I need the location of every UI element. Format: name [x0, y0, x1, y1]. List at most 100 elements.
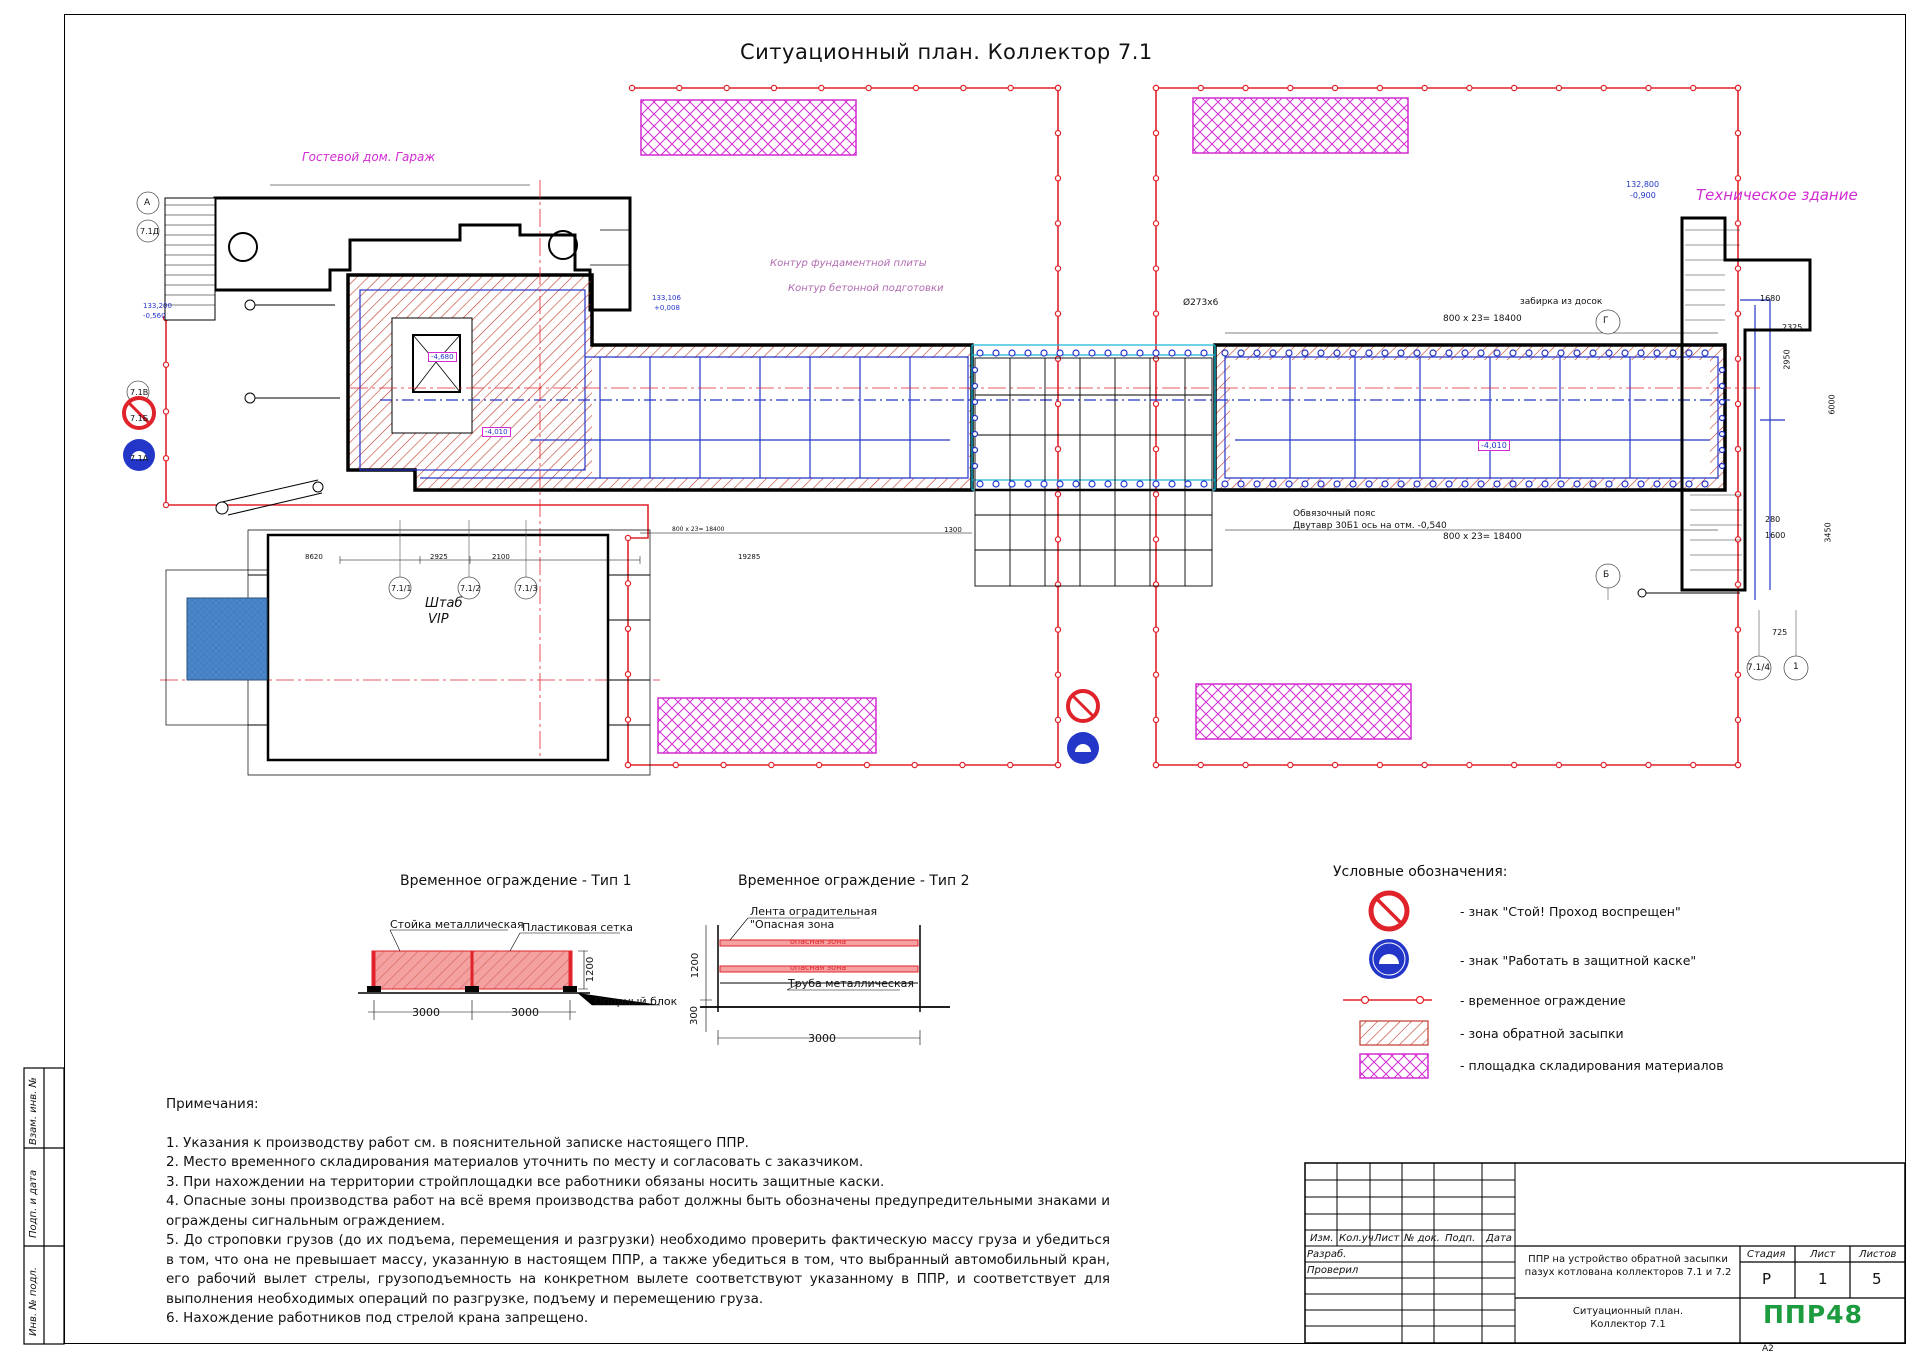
fence-type2-drawing: [700, 917, 950, 1045]
legend-item-prohibit: - знак "Стой! Проход воспрещен": [1460, 904, 1681, 919]
sheet-border: [64, 14, 1906, 1344]
prohibit-sign-plan-2: [1066, 689, 1100, 723]
notes-heading: Примечания:: [166, 1096, 259, 1112]
storage-area-1: [640, 99, 857, 156]
fence-type1-post-label: Стойка металлическая: [390, 918, 524, 931]
fence-type1-dim-span1: 3000: [412, 1006, 440, 1019]
tech-building: [1680, 216, 1812, 592]
tb-sheet-label: Лист: [1810, 1249, 1836, 1260]
storage-area-3: [657, 697, 877, 754]
legend-item-fence: - временное ограждение: [1460, 993, 1626, 1008]
legend-item-backfill: - зона обратной засыпки: [1460, 1026, 1624, 1041]
axis-lines: [160, 180, 1760, 760]
pit-mark-2: -4,010: [482, 427, 511, 437]
collector-structure: [359, 289, 1785, 600]
tb-row-razrab: Разраб.: [1307, 1249, 1347, 1260]
hq-label: Штаб: [425, 596, 463, 611]
axis-label-712: 7.1/2: [460, 584, 481, 593]
axis-label-1: 1: [1793, 662, 1799, 672]
helmet-sign-plan-2: [1067, 732, 1099, 764]
dim-bottom-left: 800 х 23= 18400: [672, 526, 725, 533]
dim-6000: 6000: [1827, 394, 1837, 415]
tb-sheets-value: 5: [1872, 1270, 1882, 1288]
middle-section: [971, 344, 1216, 491]
guest-house-label: Гостевой дом. Гараж: [302, 150, 436, 164]
dim-19285: 19285: [738, 553, 761, 561]
helmet-sign-plan-1: [123, 439, 155, 471]
tb-stage-value: Р: [1762, 1270, 1772, 1288]
tb-col-ndok: № док.: [1404, 1233, 1440, 1244]
dim-2950: 2950: [1782, 349, 1792, 370]
legend-item-helmet: - знак "Работать в защитной каске": [1460, 953, 1697, 968]
storage-areas: [640, 97, 1412, 754]
dim-1680: 1680: [1760, 294, 1781, 303]
elev-mid-bottom: +0,008: [654, 304, 680, 312]
tb-sheets-label: Листов: [1859, 1249, 1897, 1260]
elev-right-top: 132,800: [1626, 180, 1660, 189]
elev-left-bottom: -0,560: [143, 312, 166, 320]
dim-280: 280: [1765, 515, 1781, 524]
prohibit-sign-plan-1: [122, 396, 156, 430]
axis-label-71v: 7.1В: [130, 388, 149, 397]
tb-stage-label: Стадия: [1747, 1249, 1786, 1260]
fence-type2-title: Временное ограждение - Тип 2: [738, 873, 970, 889]
fence-type1-title: Временное ограждение - Тип 1: [400, 873, 632, 889]
guest-house-building: [164, 196, 632, 321]
elev-mid-top: 133,106: [652, 294, 681, 302]
fence-type1-block-label: Опорный блок: [594, 995, 678, 1008]
hq-sub-label: VIP: [428, 612, 449, 627]
girth-belt-spec: Двутавр 30Б1 ось на отм. -0,540: [1293, 521, 1447, 531]
stamp-podp: Подп. и дата: [28, 1169, 39, 1238]
ramp: [215, 299, 1740, 598]
note-item: 2. Место временного складирования матери…: [166, 1154, 864, 1170]
notes-block: Примечания: 1. Указания к производству р…: [166, 1095, 1110, 1329]
elev-left-top: 133,200: [143, 302, 172, 310]
side-stamp-frame: [23, 1067, 65, 1345]
tb-col-podp: Подп.: [1445, 1233, 1476, 1244]
fence-type2-dim-height: 1200: [690, 952, 702, 979]
middle-grid: [974, 357, 1213, 587]
dim-1300: 1300: [944, 526, 962, 534]
dim-top-right: 800 х 23= 18400: [1443, 314, 1522, 324]
axis-label-71b: 7.1Б: [130, 414, 149, 423]
fence-type2-dim-span: 3000: [808, 1032, 836, 1045]
pit-mark-1: -4,680: [428, 352, 457, 362]
fence-type2-tape-label: Лента оградительная: [750, 905, 878, 918]
dim-bottom-right: 800 х 23= 18400: [1443, 532, 1522, 542]
fence-type2-tape-text-1: опасная зона: [790, 937, 847, 946]
axis-label-g: Г: [1603, 316, 1609, 326]
backfill-zone: [346, 273, 1727, 492]
lagging-label: забирка из досок: [1520, 297, 1603, 307]
note-item: 4. Опасные зоны производства работ на вс…: [166, 1193, 1110, 1229]
note-item: 3. При нахождении на территории стройпло…: [166, 1173, 885, 1190]
stamp-vzam: Взам. инв. №: [28, 1077, 39, 1145]
company-logo: ППР48: [1763, 1300, 1863, 1329]
legend-title: Условные обозначения:: [1333, 864, 1508, 880]
axis-label-71a: 7.1А: [130, 454, 149, 463]
fence-posts: [162, 84, 1742, 769]
pile-dots: [971, 349, 1726, 488]
dim-725: 725: [1772, 628, 1788, 637]
tb-project-title: ППР на устройство обратной засыпки пазух…: [1524, 1254, 1732, 1278]
tech-building-label: Техническое здание: [1696, 186, 1858, 204]
title-block: [1304, 1162, 1906, 1344]
dim-2925: 2925: [430, 553, 448, 561]
note-item: 1. Указания к производству работ см. в п…: [166, 1134, 749, 1151]
girth-belt-label: Обвязочный пояс: [1293, 509, 1376, 519]
elev-right-bottom: -0,900: [1630, 191, 1656, 200]
dimension-lines: [270, 184, 1718, 564]
fence-type1-mesh-label: Пластиковая сетка: [522, 921, 633, 934]
legend-item-storage: - площадка складирования материалов: [1460, 1058, 1724, 1073]
pit-mark-3: -4,010: [1478, 440, 1510, 451]
fence-type1-dim-height: 1200: [585, 956, 597, 983]
axis-label-713: 7.1/3: [517, 584, 538, 593]
tb-sheet-title-2: Коллектор 7.1: [1590, 1319, 1666, 1330]
tb-format: А2: [1762, 1344, 1774, 1354]
tb-col-list: Лист: [1374, 1233, 1400, 1244]
hq-building: [165, 529, 651, 776]
axis-label-b: Б: [1603, 570, 1610, 580]
storage-area-4: [1195, 683, 1412, 740]
fence-type1-drawing: [358, 929, 660, 1020]
axis-label-a: А: [144, 198, 151, 208]
dim-2100: 2100: [492, 553, 510, 561]
